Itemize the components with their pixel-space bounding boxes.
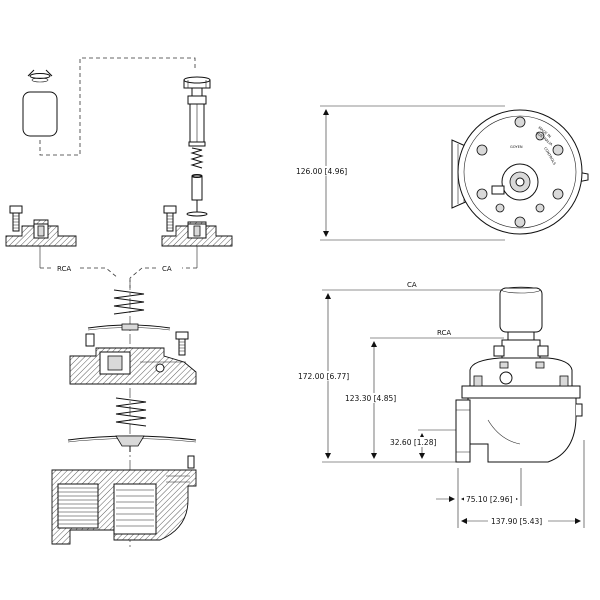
ca-label-side: CA bbox=[407, 281, 417, 289]
coil-connection-dashed bbox=[39, 57, 196, 156]
pilot-body-ca bbox=[161, 221, 233, 268]
pilot-diaphragm bbox=[87, 323, 171, 331]
bonnet-pin bbox=[85, 333, 95, 347]
armature-assembly bbox=[183, 76, 211, 217]
main-spring bbox=[115, 397, 147, 427]
side-body bbox=[467, 397, 577, 463]
exploded-view: RCA CA bbox=[5, 57, 233, 548]
side-cover bbox=[469, 357, 573, 389]
pilot-spring bbox=[113, 289, 145, 315]
solenoid-coil bbox=[22, 91, 58, 137]
retaining-clip bbox=[27, 69, 53, 83]
dim-overall-height: 172.00 [6.77] bbox=[298, 372, 349, 381]
dim-top-view-height: 126.00 [4.96] bbox=[296, 167, 347, 176]
plan-view: 126.00 [4.96] MADE IN AUSTRALIA GOYEN bbox=[293, 105, 589, 241]
dim-port-height: 32.60 [1.28] bbox=[390, 438, 436, 447]
main-diaphragm bbox=[67, 435, 197, 452]
side-inlet-port bbox=[455, 399, 471, 463]
side-view: 172.00 [6.77] 123.30 [4.85] 32.60 [1.28]… bbox=[296, 281, 585, 528]
cover-bolts bbox=[476, 116, 564, 228]
pilot-body-rca bbox=[5, 219, 77, 268]
dim-rca-height: 123.30 [4.85] bbox=[345, 394, 396, 403]
dim-overall-width: 137.90 [5.43] bbox=[491, 517, 542, 526]
screw-right bbox=[163, 205, 177, 232]
option-selector: RCA CA bbox=[40, 265, 197, 288]
valve-body-section bbox=[51, 469, 197, 545]
side-coil bbox=[499, 287, 543, 333]
dim-half-width: 75.10 [2.96] bbox=[466, 495, 512, 504]
rca-label-side: RCA bbox=[437, 329, 451, 337]
bonnet-screw bbox=[175, 331, 189, 356]
nameplate-line3: GOYEN bbox=[510, 145, 523, 149]
valve-cover bbox=[69, 347, 197, 385]
rca-label-exploded: RCA bbox=[57, 265, 71, 273]
body-pin bbox=[187, 455, 195, 469]
screw-left bbox=[9, 205, 23, 232]
ca-label-exploded: CA bbox=[162, 265, 172, 273]
